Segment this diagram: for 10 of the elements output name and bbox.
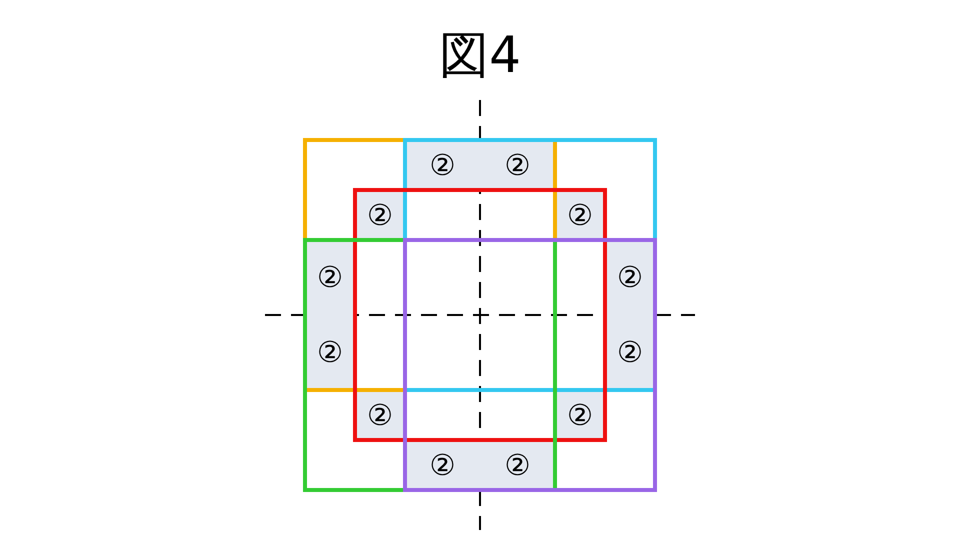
cell-number: ② — [567, 400, 593, 430]
figure-title: 図4 — [438, 25, 522, 86]
shaded-cell — [605, 240, 655, 390]
cell-number: ② — [617, 263, 643, 292]
shaded-cell — [405, 440, 555, 490]
cell-number: ② — [430, 450, 456, 480]
cell-number: ② — [504, 450, 530, 480]
cell-number: ② — [367, 400, 393, 430]
cell-number: ② — [567, 200, 593, 230]
cell-number: ② — [617, 338, 643, 367]
